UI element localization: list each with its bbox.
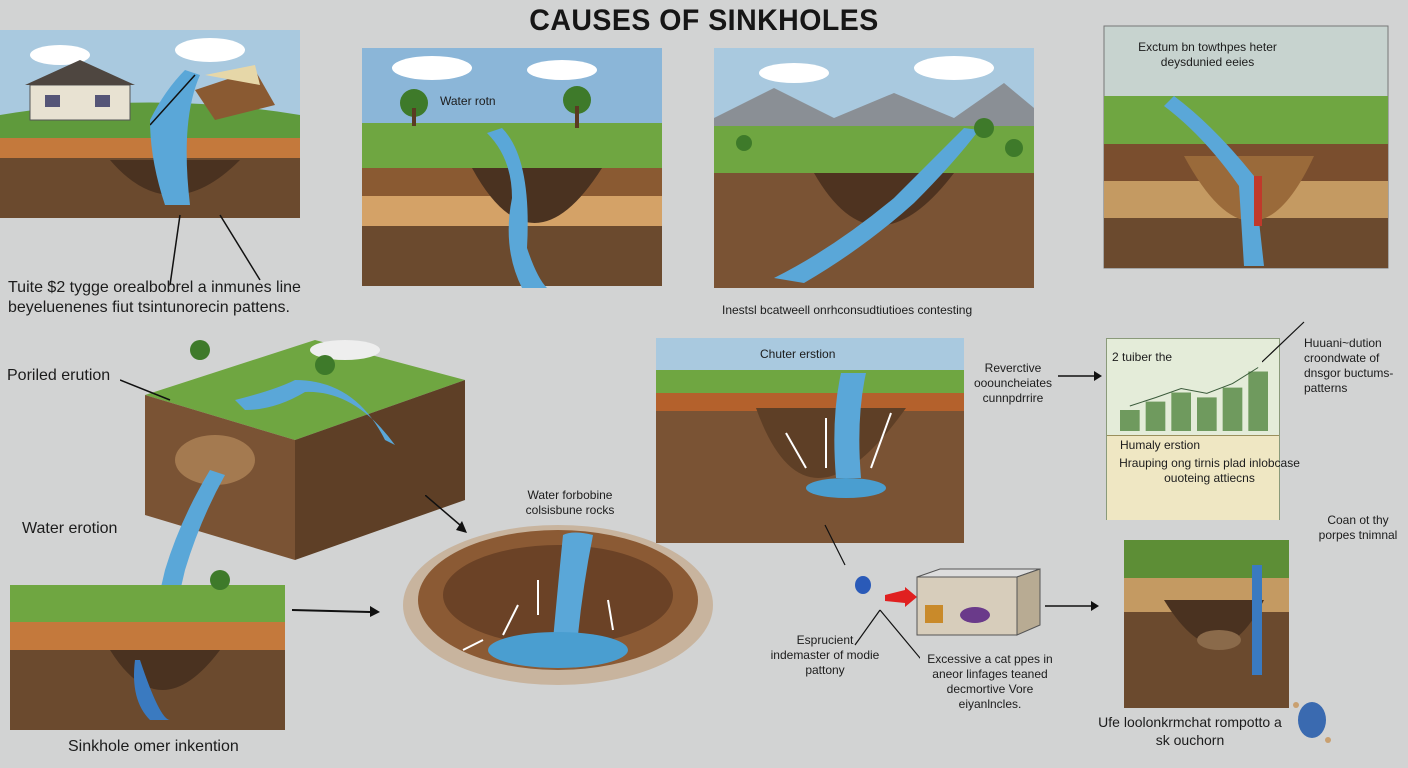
humaly-erstion-label: Humaly erstion <box>1120 438 1201 452</box>
small-cutaway-box <box>855 568 1041 636</box>
poriled-erution-label: Poriled erution <box>7 367 111 384</box>
water-rotn-label: Water rotn <box>440 94 496 108</box>
hrauping-label: Hrauping ong tirnis plad inlobcase ouote… <box>1119 456 1300 485</box>
pointer-lines <box>824 524 920 659</box>
esprucient-label: Esprucient indemaster of modie pattony <box>770 633 880 677</box>
bar-3 <box>1171 392 1191 431</box>
bottom-mid-caption: Inestsl bcatweell onrhconsudtiutioes con… <box>722 303 973 317</box>
trend-line <box>1129 367 1259 407</box>
water-forbobine-label: Water forbobine colsisbune rocks <box>525 488 615 517</box>
excessive-label: Excessive a cat ppes in aneor linfages t… <box>927 652 1053 711</box>
huuani-dution-label: Huuani~dution croondwate of dnsgor buctu… <box>1304 336 1394 395</box>
bar-6 <box>1248 371 1268 431</box>
water-erotion-label: Water erotion <box>22 520 118 537</box>
bar-1 <box>1120 410 1140 431</box>
bar-5 <box>1222 387 1243 431</box>
box-arrow <box>1045 601 1099 611</box>
poriled-arrow <box>120 379 171 401</box>
reverctive-label: Reverctive ooouncheiates cunnpdrrire <box>973 361 1053 405</box>
human-activity-illustration <box>1103 25 1389 269</box>
pointer-arrows <box>150 74 261 286</box>
ufe-label: Ufe loolonkrmchat rompotto a sk ouchorn <box>1098 714 1282 748</box>
sinkhole-block <box>10 470 285 730</box>
top-right-caption: Exctum bn towthpes heter deysdunied eeie… <box>1138 40 1277 69</box>
chart-pointer <box>1262 321 1305 363</box>
chart-lower-panel <box>1107 435 1279 520</box>
creature-icon <box>1293 702 1331 743</box>
bar-4 <box>1197 397 1217 431</box>
coan-label: Coan ot thy porpes tnimnal <box>1318 513 1398 542</box>
flow-arrow-left <box>292 606 380 617</box>
diagonal-arrow <box>425 495 467 533</box>
reverctive-arrow <box>1058 371 1102 381</box>
bar-chart-svg <box>1120 367 1268 431</box>
sinkhole-bowl <box>403 525 713 685</box>
page-title: CAUSES OF SINKHOLES <box>529 4 879 37</box>
human-erosion-chart <box>1106 338 1280 520</box>
chuter-erstion-block <box>656 338 964 543</box>
house-erosion-illustration <box>0 30 300 218</box>
chuter-erstion-label: Chuter erstion <box>760 347 836 361</box>
bottom-right-sinkhole-block <box>1124 540 1289 708</box>
bar-2 <box>1145 401 1166 431</box>
poriled-erution-block <box>145 340 465 560</box>
sinkhole-caption: Sinkhole omer inkention <box>68 738 239 755</box>
chart-title-label: 2 tuiber the <box>1112 350 1173 364</box>
river-erosion-illustration <box>714 48 1034 288</box>
water-route-illustration <box>362 48 662 288</box>
top-left-caption: Tuite $2 tygge orealbobrel a inmunes lin… <box>8 279 301 316</box>
